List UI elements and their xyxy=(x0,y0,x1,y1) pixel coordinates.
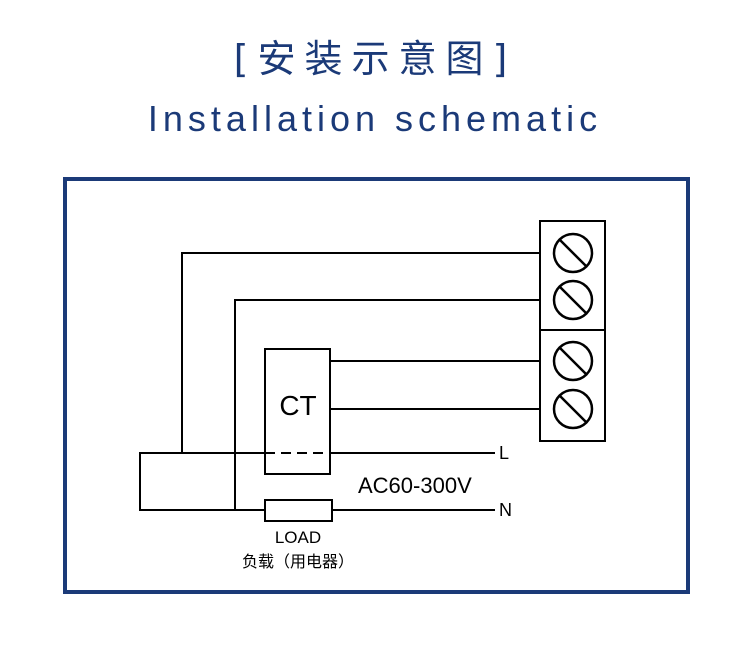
load-resistor xyxy=(264,499,333,522)
ct-box xyxy=(264,348,331,475)
line-N-label: N xyxy=(499,500,512,520)
screw-icon xyxy=(552,388,594,430)
ct-label: CT xyxy=(279,390,316,421)
line-L-label: L xyxy=(499,443,509,463)
diagram-frame xyxy=(63,177,690,594)
load-label: LOAD xyxy=(275,528,321,547)
load-label-cn: 负载（用电器） xyxy=(242,552,354,571)
screw-icon xyxy=(552,279,594,321)
title-chinese: [安装示意图] xyxy=(233,37,517,81)
wire-terminal-2 xyxy=(234,299,540,510)
voltage-label: AC60-300V xyxy=(358,473,472,498)
title-english: Installation schematic xyxy=(147,98,603,139)
screw-icon xyxy=(552,340,594,382)
terminal-screws xyxy=(552,232,594,430)
wire-terminal-1 xyxy=(181,252,540,453)
wire-loop xyxy=(139,452,264,511)
screw-icon xyxy=(552,232,594,274)
